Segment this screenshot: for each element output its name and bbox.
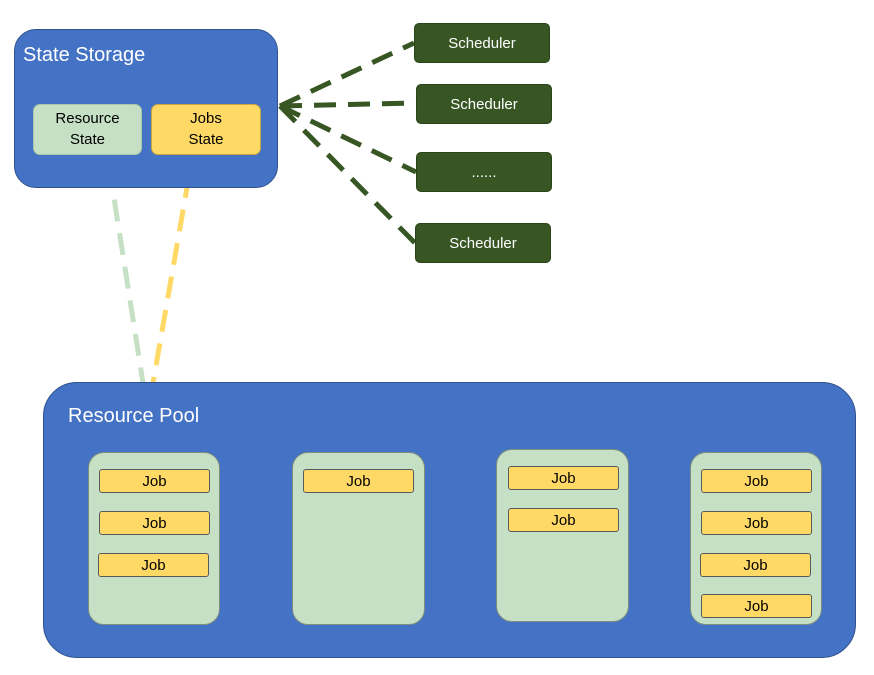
link-scheduler-1 — [278, 40, 416, 109]
resource-state-box: Resource State — [33, 104, 142, 155]
job-node1-2: Job — [99, 511, 210, 535]
job-node4-3: Job — [700, 553, 811, 577]
job-node4-4: Job — [701, 594, 812, 618]
scheduler-box-2: Scheduler — [416, 84, 552, 124]
link-scheduler-2 — [279, 100, 417, 109]
link-resource-state — [106, 165, 146, 384]
link-scheduler-4 — [278, 104, 417, 245]
job-node4-1: Job — [701, 469, 812, 493]
scheduler-box-4: Scheduler — [415, 223, 551, 263]
link-scheduler-3 — [278, 103, 418, 175]
job-node1-1: Job — [99, 469, 210, 493]
jobs-state-line-1: Jobs — [190, 110, 222, 128]
job-node2-1: Job — [303, 469, 414, 493]
jobs-state-line-2: State — [188, 130, 224, 148]
resource-state-line-1: Resource — [55, 110, 120, 128]
job-node1-3: Job — [98, 553, 209, 577]
job-node3-2: Job — [508, 508, 619, 532]
resource-pool-title: Resource Pool — [68, 405, 200, 427]
job-node4-2: Job — [701, 511, 812, 535]
job-node3-1: Job — [508, 466, 619, 490]
jobs-state-box: Jobs State — [151, 104, 261, 155]
state-storage-title: State Storage — [23, 44, 146, 66]
link-jobs-state — [150, 175, 192, 384]
scheduler-box-ellipsis: ...... — [416, 152, 552, 192]
scheduler-box-1: Scheduler — [414, 23, 550, 63]
resource-state-line-2: State — [69, 130, 105, 148]
